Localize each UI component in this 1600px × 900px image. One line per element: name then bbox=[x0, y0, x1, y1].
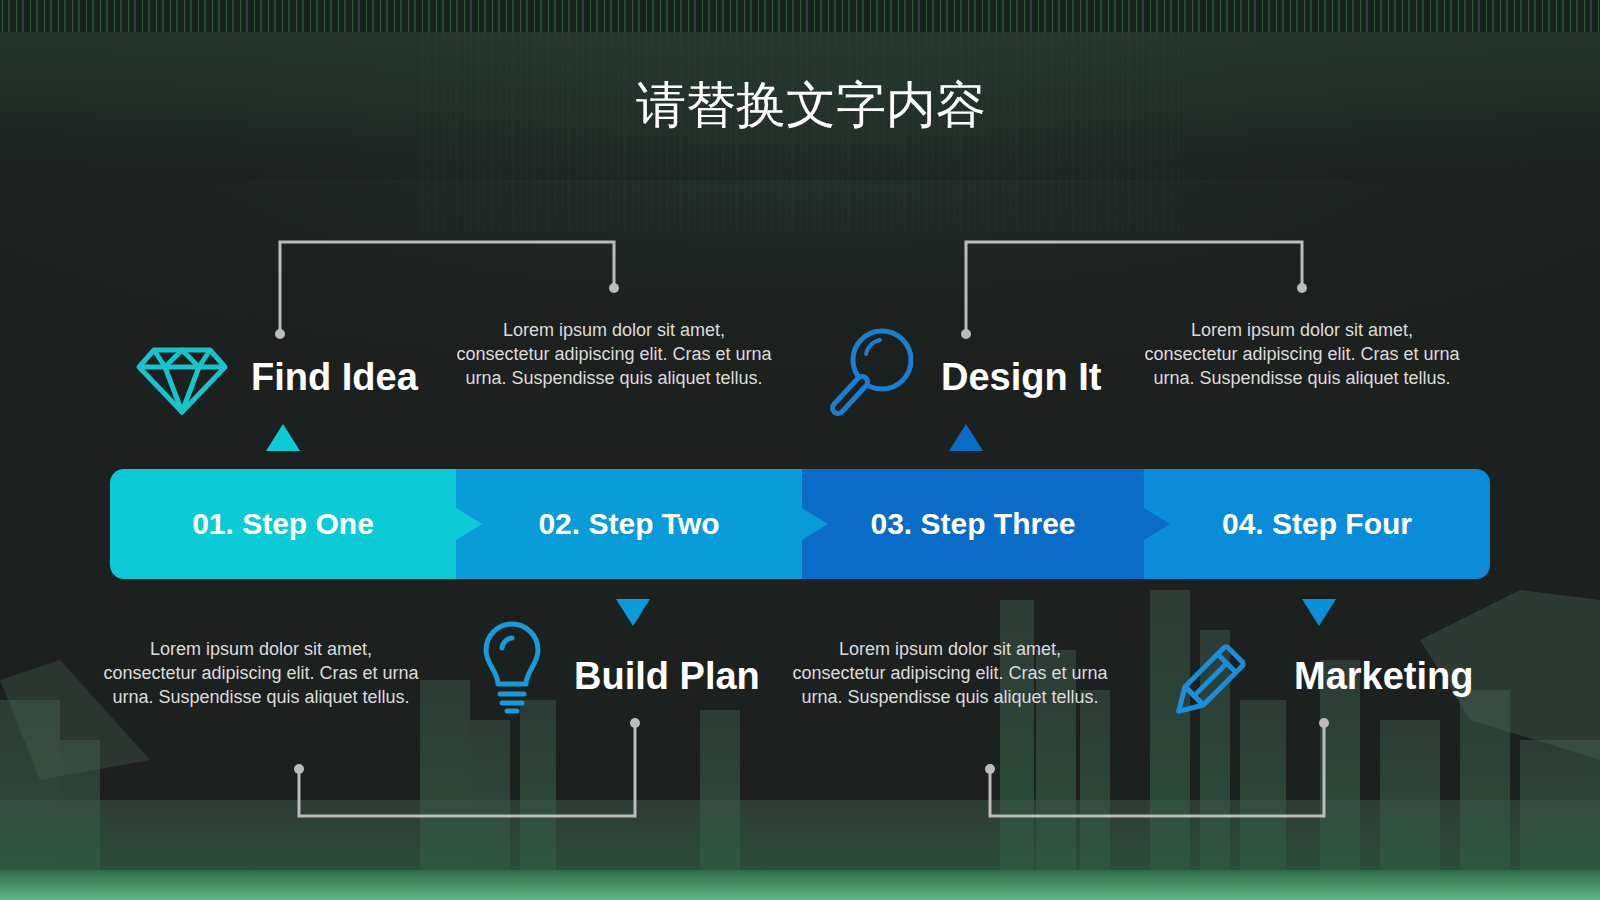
chevron-notch bbox=[456, 469, 486, 579]
step-label: 04. Step Four bbox=[1222, 507, 1412, 541]
step-label: 02. Step Two bbox=[538, 507, 719, 541]
step-heading: Find Idea bbox=[251, 355, 418, 399]
pointer-triangle bbox=[266, 424, 300, 451]
step-description: Lorem ipsum dolor sit amet, consectetur … bbox=[1142, 318, 1462, 390]
chevron-notch bbox=[802, 469, 832, 579]
magnifier-icon bbox=[838, 331, 911, 408]
step-segment: 04. Step Four bbox=[1144, 469, 1490, 579]
pointer-triangle bbox=[1302, 599, 1336, 626]
step-heading: Marketing bbox=[1294, 654, 1473, 698]
step-label: 01. Step One bbox=[192, 507, 374, 541]
pointer-triangle bbox=[616, 599, 650, 626]
slide-title: 请替换文字内容 bbox=[11, 74, 1600, 136]
step-segment: 02. Step Two bbox=[456, 469, 802, 579]
step-description: Lorem ipsum dolor sit amet, consectetur … bbox=[101, 637, 421, 709]
chevron-notch bbox=[1144, 469, 1174, 579]
pointer-triangle bbox=[949, 424, 983, 451]
step-label: 03. Step Three bbox=[870, 507, 1075, 541]
step-segment: 01. Step One bbox=[110, 469, 456, 579]
diamond-icon bbox=[139, 350, 225, 412]
bulb-icon bbox=[486, 624, 538, 711]
step-heading: Build Plan bbox=[574, 654, 760, 698]
step-heading: Design It bbox=[941, 355, 1101, 399]
pencil-icon bbox=[1169, 646, 1244, 721]
step-segment: 03. Step Three bbox=[802, 469, 1144, 579]
step-description: Lorem ipsum dolor sit amet, consectetur … bbox=[790, 637, 1110, 709]
step-description: Lorem ipsum dolor sit amet, consectetur … bbox=[454, 318, 774, 390]
